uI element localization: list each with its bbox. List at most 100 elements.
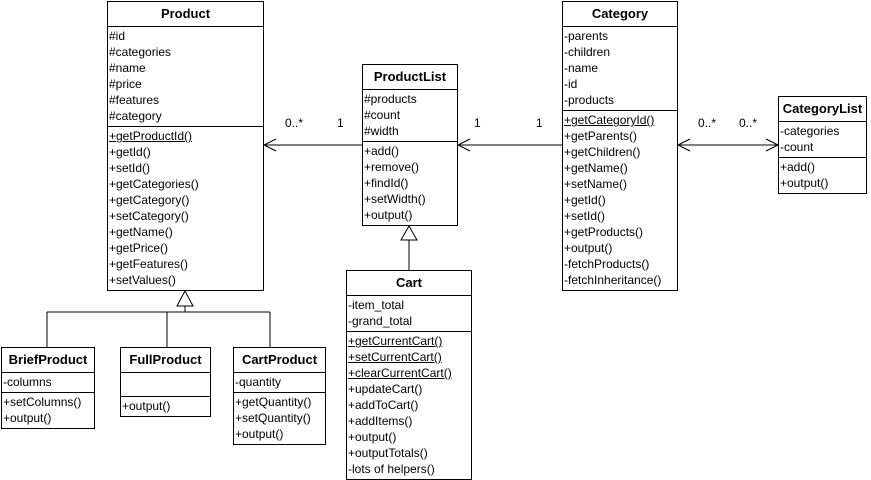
attribute-row: -grand_total: [348, 314, 413, 328]
operation-row: +getName(): [109, 225, 173, 239]
class-briefproduct[interactable]: BriefProduct -columns +setColumns() +outp…: [1, 347, 95, 429]
operation-row: +output(): [564, 241, 613, 255]
class-name: ProductList: [363, 65, 457, 90]
multiplicity-label: 0..*: [739, 116, 758, 130]
operation-row: +clearCurrentCart(): [348, 366, 452, 380]
attributes-compartment: -categories -count: [779, 122, 866, 158]
class-name: CategoryList: [779, 97, 866, 122]
class-productlist[interactable]: ProductList #products#count#width +add()…: [362, 64, 458, 226]
class-category[interactable]: Category -parents-children-name-id-produ…: [562, 1, 678, 291]
attribute-row: -parents: [564, 29, 609, 43]
class-name: Category: [563, 2, 677, 27]
attributes-compartment: -parents-children-name-id-products: [563, 27, 677, 111]
operation-row: +getParents(): [564, 129, 638, 143]
operation-row: +getCategoryId(): [564, 113, 655, 127]
operation-row: +add(): [780, 160, 816, 174]
operation-row: +setColumns(): [3, 395, 82, 409]
attribute-row: #count: [364, 108, 401, 122]
operation-row: +addItems(): [348, 414, 413, 428]
operation-row: +getQuantity(): [235, 395, 312, 409]
multiplicity-label: 0..*: [285, 116, 304, 130]
class-name: BriefProduct: [2, 348, 94, 373]
operation-row: +updateCart(): [348, 382, 423, 396]
attribute-row: #name: [109, 61, 146, 75]
operations-compartment: +getCurrentCart()+setCurrentCart()+clear…: [347, 332, 471, 479]
operation-row: +output(): [780, 176, 829, 190]
attribute-row: -products: [564, 93, 615, 107]
operation-row: +add(): [364, 144, 400, 158]
operation-row: +output(): [364, 208, 413, 222]
operation-row: +getId(): [109, 145, 151, 159]
attributes-compartment: #products#count#width: [363, 90, 457, 142]
class-name: FullProduct: [121, 348, 210, 373]
operation-row: +setQuantity(): [235, 411, 311, 425]
attributes-compartment: [121, 373, 210, 397]
operations-compartment: +add() +remove() +findId() +setWidth() +outp…: [363, 142, 457, 225]
class-name: Cart: [347, 271, 471, 296]
attribute-row: -columns: [3, 375, 52, 389]
attribute-row: -categories: [780, 124, 840, 138]
operation-row: +getName(): [564, 161, 628, 175]
class-fullproduct[interactable]: FullProduct +output(): [120, 347, 211, 417]
operation-row: +getPrice(): [109, 241, 169, 255]
attributes-compartment: -item_total -grand_total: [347, 296, 471, 332]
operation-row: +setCategory(): [109, 209, 189, 223]
operation-row: -fetchInheritance(): [564, 273, 662, 287]
operation-row: +output(): [235, 427, 284, 441]
attribute-row: -children: [564, 45, 611, 59]
operations-compartment: +getQuantity() +setQuantity() +output(): [234, 393, 325, 444]
operation-row: +getChildren(): [564, 145, 641, 159]
class-cartproduct[interactable]: CartProduct -quantity +getQuantity() +set…: [233, 347, 326, 445]
attribute-row: -name: [564, 61, 599, 75]
operation-row: +getCategory(): [109, 193, 190, 207]
multiplicity-label: 1: [474, 116, 481, 130]
attribute-row: #features: [109, 93, 160, 107]
operation-row: +output(): [3, 411, 52, 425]
operation-row: +output(): [348, 430, 397, 444]
attribute-row: #category: [109, 109, 162, 123]
operation-row: -fetchProducts(): [564, 257, 650, 271]
class-product[interactable]: Product #id #categories #name #price #featur…: [107, 1, 264, 291]
operation-row: +setName(): [564, 177, 628, 191]
operations-compartment: +getProductId() +getId() +setId() +getCateg…: [108, 127, 263, 290]
operation-row: +setWidth(): [364, 192, 426, 206]
class-name: CartProduct: [234, 348, 325, 373]
attribute-row: #id: [109, 29, 126, 43]
inheritance-triangle-product: [176, 289, 194, 307]
operation-row: +getFeatures(): [109, 257, 189, 271]
operation-row: +remove(): [364, 160, 420, 174]
multiplicity-label: 1: [337, 116, 344, 130]
multiplicity-label: 0..*: [698, 116, 717, 130]
inheritance-triangle-productlist: [400, 224, 418, 241]
class-cart[interactable]: Cart -item_total -grand_total +getCurrent…: [346, 270, 472, 480]
attributes-compartment: #id #categories #name #price #features #categ…: [108, 27, 263, 127]
operation-row: +output(): [122, 399, 171, 413]
multiplicity-label: 1: [536, 116, 543, 130]
attribute-row: #categories: [109, 45, 172, 59]
operation-row: +findId(): [364, 176, 409, 190]
class-name: Product: [108, 2, 263, 27]
attribute-row: #width: [364, 124, 399, 138]
operation-row: +getProductId(): [109, 129, 193, 143]
operations-compartment: +add() +output(): [779, 158, 866, 193]
operations-compartment: +getCategoryId() +getParents() +getChildre…: [563, 111, 677, 290]
operation-row: +setCurrentCart(): [348, 350, 442, 364]
attribute-row: -quantity: [235, 375, 282, 389]
operation-row: +getProducts(): [564, 225, 644, 239]
attribute-row: -item_total: [348, 298, 405, 312]
operation-row: +getId(): [564, 193, 606, 207]
operation-row: +getCategories(): [109, 177, 199, 191]
operation-row: +outputTotals(): [348, 446, 428, 460]
operation-row: -lots of helpers(): [348, 462, 435, 476]
operation-row: +setValues(): [109, 273, 176, 287]
attribute-row: -count: [780, 140, 814, 154]
arrowhead-productlist: [456, 138, 471, 152]
attributes-compartment: -columns: [2, 373, 94, 393]
operation-row: +setId(): [109, 161, 151, 175]
operations-compartment: +setColumns() +output(): [2, 393, 94, 428]
arrowhead-product: [262, 138, 277, 152]
class-categorylist[interactable]: CategoryList -categories -count +add() +ou…: [778, 96, 867, 194]
operation-row: +setId(): [564, 209, 606, 223]
attribute-row: #price: [109, 77, 142, 91]
